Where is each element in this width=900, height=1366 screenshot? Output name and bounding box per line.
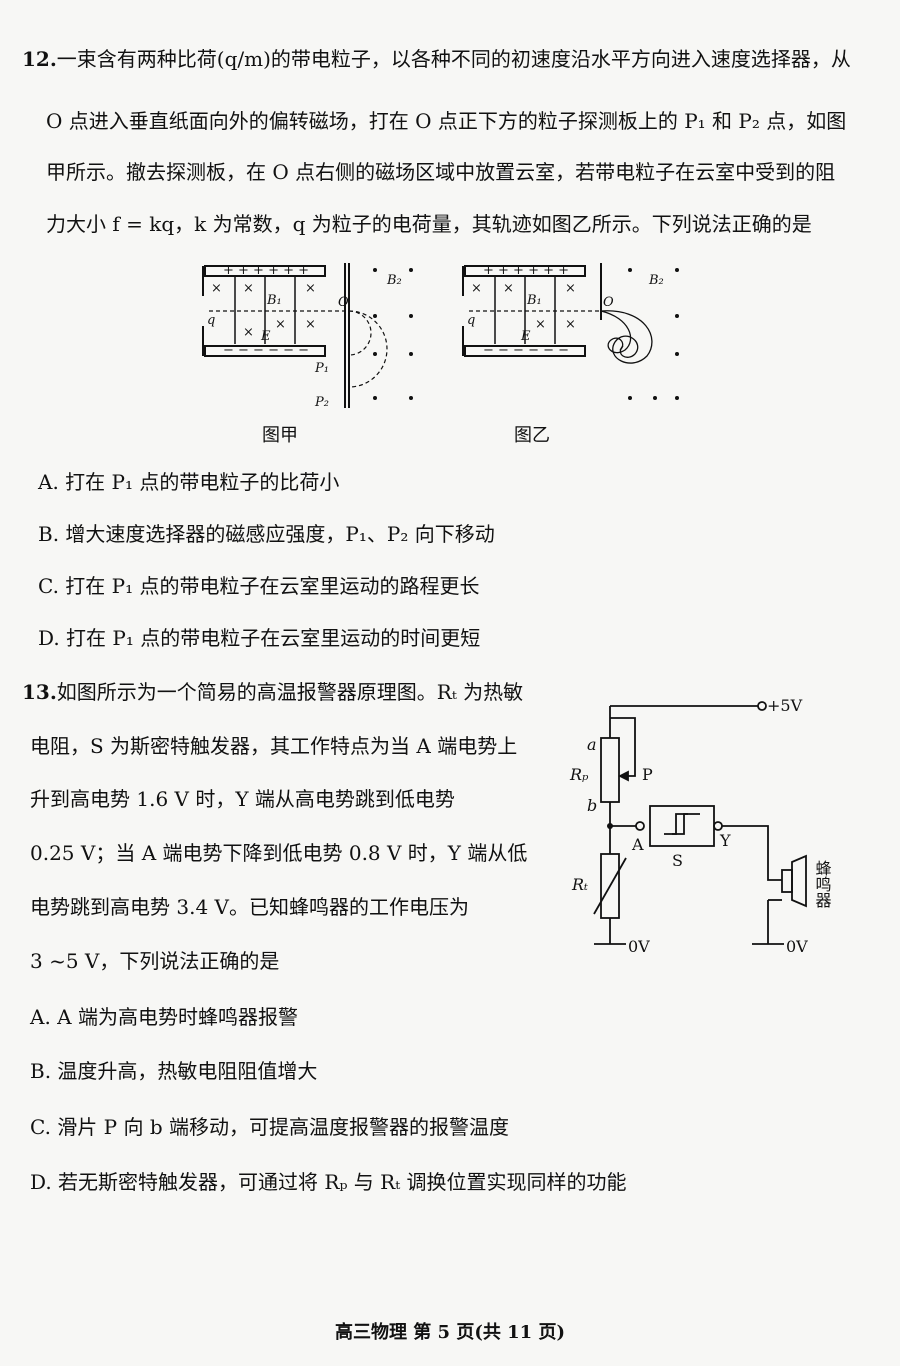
svg-text:P₁: P₁ (314, 361, 329, 376)
svg-text:A: A (631, 835, 644, 854)
q12-line-1: 12.一束含有两种比荷(q/m)的带电粒子，以各种不同的初速度沿水平方向进入速度… (22, 47, 851, 71)
svg-text:P₂: P₂ (314, 395, 329, 410)
svg-text:q: q (207, 313, 215, 328)
svg-text:×: × (243, 281, 254, 296)
svg-text:0V: 0V (786, 937, 808, 956)
svg-text:×: × (305, 281, 316, 296)
q12-option-d: D. 打在 P₁ 点的带电粒子在云室里运动的时间更短 (38, 626, 481, 650)
q13-line-2: 电阻，S 为斯密特触发器，其工作特点为当 A 端电势上 (30, 734, 518, 758)
q13-line-3: 升到高电势 1.6 V 时，Y 端从高电势跳到低电势 (30, 787, 455, 811)
figure-jia: + + + + + + − − − − − − × × × × × × B₁ E q O… (202, 263, 413, 410)
svg-text:+ + + + + +: + + + + + + (483, 263, 569, 278)
svg-text:×: × (471, 281, 482, 296)
q12-line-2: O 点进入垂直纸面向外的偏转磁场，打在 O 点正下方的粒子探测板上的 P₁ 和 … (46, 109, 847, 133)
svg-text:Rₜ: Rₜ (571, 875, 588, 894)
q12-option-a: A. 打在 P₁ 点的带电粒子的比荷小 (38, 470, 340, 494)
svg-text:− − − − − −: − − − − − − (223, 343, 309, 358)
svg-text:×: × (305, 317, 316, 332)
svg-text:q: q (467, 313, 475, 328)
svg-text:E: E (520, 329, 531, 344)
figure-yi: + + + + + + − − − − − − ××× ×× B₁ E q O … (462, 263, 679, 400)
q12-number: 12. (22, 47, 57, 71)
svg-text:Rₚ: Rₚ (569, 765, 589, 784)
q13-option-b: B. 温度升高，热敏电阻阻值增大 (30, 1059, 318, 1083)
svg-text:E: E (260, 329, 271, 344)
q13-option-a: A. A 端为高电势时蜂鸣器报警 (30, 1005, 298, 1029)
svg-text:B₁: B₁ (526, 293, 542, 308)
svg-text:B₂: B₂ (386, 273, 402, 288)
q13-line-1: 13.如图所示为一个简易的高温报警器原理图。Rₜ 为热敏 (22, 680, 524, 704)
figure-yi-caption: 图乙 (514, 425, 550, 446)
svg-text:a: a (587, 735, 597, 754)
svg-text:S: S (672, 851, 683, 870)
svg-text:×: × (565, 317, 576, 332)
svg-text:+ + + + + +: + + + + + + (223, 263, 309, 278)
svg-text:+5V: +5V (767, 696, 803, 715)
alarm-circuit: +5V a Rₚ P b A S Y Rₜ 0V 0V 蜂鸣器 (569, 696, 832, 956)
svg-text:×: × (565, 281, 576, 296)
svg-text:0V: 0V (628, 937, 650, 956)
svg-text:P: P (642, 765, 653, 784)
q12-option-b: B. 增大速度选择器的磁感应强度，P₁、P₂ 向下移动 (38, 522, 495, 546)
svg-text:×: × (243, 325, 254, 340)
svg-text:B₂: B₂ (648, 273, 664, 288)
svg-text:蜂鸣器: 蜂鸣器 (813, 860, 832, 908)
svg-text:b: b (587, 796, 597, 815)
svg-text:O: O (603, 295, 614, 310)
q13-line-5: 电势跳到高电势 3.4 V。已知蜂鸣器的工作电压为 (30, 895, 469, 919)
page-footer: 高三物理 第 5 页(共 11 页) (335, 1322, 565, 1343)
svg-text:×: × (535, 317, 546, 332)
q13-number: 13. (22, 680, 57, 704)
q13-line-6: 3 ~5 V，下列说法正确的是 (30, 949, 280, 973)
q12-line-3: 甲所示。撤去探测板，在 O 点右侧的磁场区域中放置云室，若带电粒子在云室中受到的… (46, 160, 836, 184)
q13-line-4: 0.25 V；当 A 端电势下降到低电势 0.8 V 时，Y 端从低 (30, 841, 528, 865)
svg-text:− − − − − −: − − − − − − (483, 343, 569, 358)
q12-line-4: 力大小 f = kq，k 为常数，q 为粒子的电荷量，其轨迹如图乙所示。下列说法… (46, 212, 812, 236)
q13-option-d: D. 若无斯密特触发器，可通过将 Rₚ 与 Rₜ 调换位置实现同样的功能 (30, 1170, 627, 1194)
figure-jia-caption: 图甲 (262, 425, 298, 446)
svg-text:×: × (211, 281, 222, 296)
q12-option-c: C. 打在 P₁ 点的带电粒子在云室里运动的路程更长 (38, 574, 480, 598)
svg-text:Y: Y (719, 831, 731, 850)
q13-option-c: C. 滑片 P 向 b 端移动，可提高温度报警器的报警温度 (30, 1115, 509, 1139)
svg-text:B₁: B₁ (266, 293, 282, 308)
svg-text:×: × (275, 317, 286, 332)
svg-text:×: × (503, 281, 514, 296)
svg-text:O: O (338, 295, 349, 310)
